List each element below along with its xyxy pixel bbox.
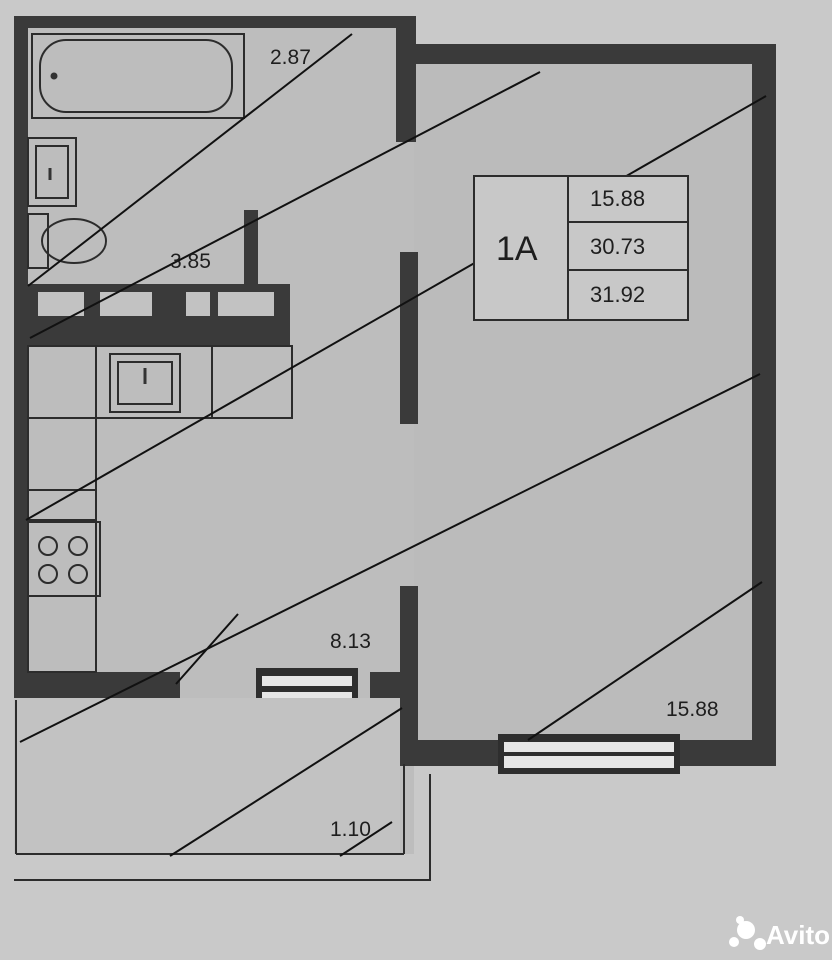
kitchen-wall-bottom-right xyxy=(370,672,402,698)
living-room-area-label: 15.88 xyxy=(666,698,719,721)
outer-wall-top-right xyxy=(410,44,776,64)
stove-icon xyxy=(27,521,101,597)
balcony-area-label: 1.10 xyxy=(330,818,371,841)
avito-watermark: Avito xyxy=(729,916,830,950)
balcony xyxy=(14,698,431,881)
watermark-text: Avito xyxy=(766,920,830,950)
toilet-icon xyxy=(27,213,107,269)
hatch-lines xyxy=(19,33,767,857)
living-room-floor xyxy=(414,62,759,752)
toilet-area-label: 3.85 xyxy=(170,250,211,273)
panel xyxy=(186,292,210,316)
unit-code-label: 1A xyxy=(496,230,538,268)
table-total-with-balcony: 31.92 xyxy=(590,282,645,307)
kitchen-counter xyxy=(27,345,293,673)
outer-wall-top-left xyxy=(14,16,416,28)
panel xyxy=(100,292,152,316)
living-room-window xyxy=(498,734,680,774)
kitchen-area-label: 8.13 xyxy=(330,630,371,653)
bathtub-icon xyxy=(31,33,245,119)
sink-icon xyxy=(27,137,77,207)
avito-logo-icon xyxy=(729,916,766,950)
kitchen-sink-icon xyxy=(109,353,181,413)
partition-wall-lower xyxy=(400,586,418,766)
partition-wall-upper xyxy=(396,16,416,142)
unit-info-table xyxy=(473,175,689,321)
table-living-area: 15.88 xyxy=(590,186,645,211)
partition-wall-middle xyxy=(400,252,418,424)
outer-wall-left xyxy=(14,20,28,700)
outer-wall-right xyxy=(752,44,776,766)
panel xyxy=(218,292,274,316)
partition-panels xyxy=(38,292,274,316)
panel xyxy=(38,292,84,316)
bathroom-area-label: 2.87 xyxy=(270,46,311,69)
table-total-area: 30.73 xyxy=(590,234,645,259)
bathroom-wall-stub xyxy=(244,210,258,284)
